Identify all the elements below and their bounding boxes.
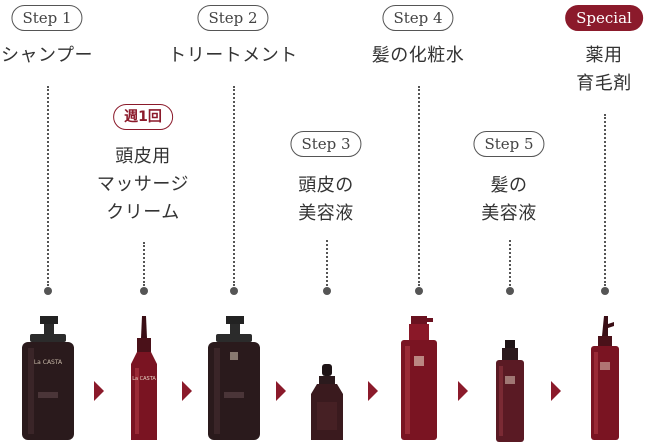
step-4-connector	[418, 86, 420, 286]
step-1-badge: Step 1	[11, 5, 83, 31]
step-3-dot	[323, 287, 331, 295]
arrow-6-icon	[551, 381, 561, 401]
shampoo-bottle-icon: La CASTA	[22, 316, 74, 440]
step-1-column: Step 1 シャンプー La CASTA	[0, 0, 112, 444]
step-3-connector	[326, 240, 328, 286]
step-4-dot	[415, 287, 423, 295]
hair-lotion-spray-icon	[401, 316, 437, 440]
arrow-3-icon	[276, 381, 286, 401]
step-3-badge: Step 3	[290, 131, 362, 157]
treatment-bottle-icon	[208, 316, 260, 440]
massage-cream-bottle-icon: La CASTA	[131, 316, 157, 440]
step-1-label: シャンプー	[1, 45, 93, 66]
weekly-connector	[143, 242, 145, 286]
step-2-column: Step 2 トリートメント	[168, 0, 298, 444]
scalp-serum-dropper-icon	[311, 364, 343, 440]
special-connector	[604, 114, 606, 286]
weekly-dot	[140, 287, 148, 295]
growth-tonic-nozzle-icon	[591, 316, 619, 440]
step-5-connector	[509, 240, 511, 286]
step-5-dot	[506, 287, 514, 295]
step-2-dot	[230, 287, 238, 295]
hair-serum-pump-icon	[496, 340, 524, 442]
brand-text: La CASTA	[34, 359, 63, 366]
step-4-label: 髪の化粧水	[371, 45, 465, 66]
step-1-connector	[47, 86, 49, 286]
weekly-label: 頭皮用 マッサージ クリーム	[96, 146, 190, 223]
arrow-4-icon	[368, 381, 378, 401]
step-2-label: トリートメント	[168, 45, 298, 66]
step-2-badge: Step 2	[197, 5, 269, 31]
step-5-column: Step 5 髪の 美容液	[444, 0, 574, 444]
special-column: Special 薬用 育毛剤	[539, 0, 652, 444]
weekly-badge: 週1回	[113, 104, 173, 130]
step-2-connector	[233, 86, 235, 286]
arrow-5-icon	[458, 381, 468, 401]
step-5-label: 髪の 美容液	[481, 175, 537, 224]
special-badge: Special	[565, 5, 643, 31]
step-3-column: Step 3 頭皮の 美容液	[261, 0, 391, 444]
special-dot	[601, 287, 609, 295]
step-5-badge: Step 5	[473, 131, 545, 157]
arrow-2-icon	[182, 381, 192, 401]
special-label: 薬用 育毛剤	[576, 45, 632, 94]
arrow-1-icon	[94, 381, 104, 401]
brand-text: La CASTA	[132, 376, 156, 382]
step-1-dot	[44, 287, 52, 295]
step-3-label: 頭皮の 美容液	[298, 175, 354, 224]
weekly-column: 週1回 頭皮用 マッサージ クリーム La CASTA	[78, 0, 208, 444]
step-4-badge: Step 4	[382, 5, 454, 31]
step-4-column: Step 4 髪の化粧水	[353, 0, 483, 444]
